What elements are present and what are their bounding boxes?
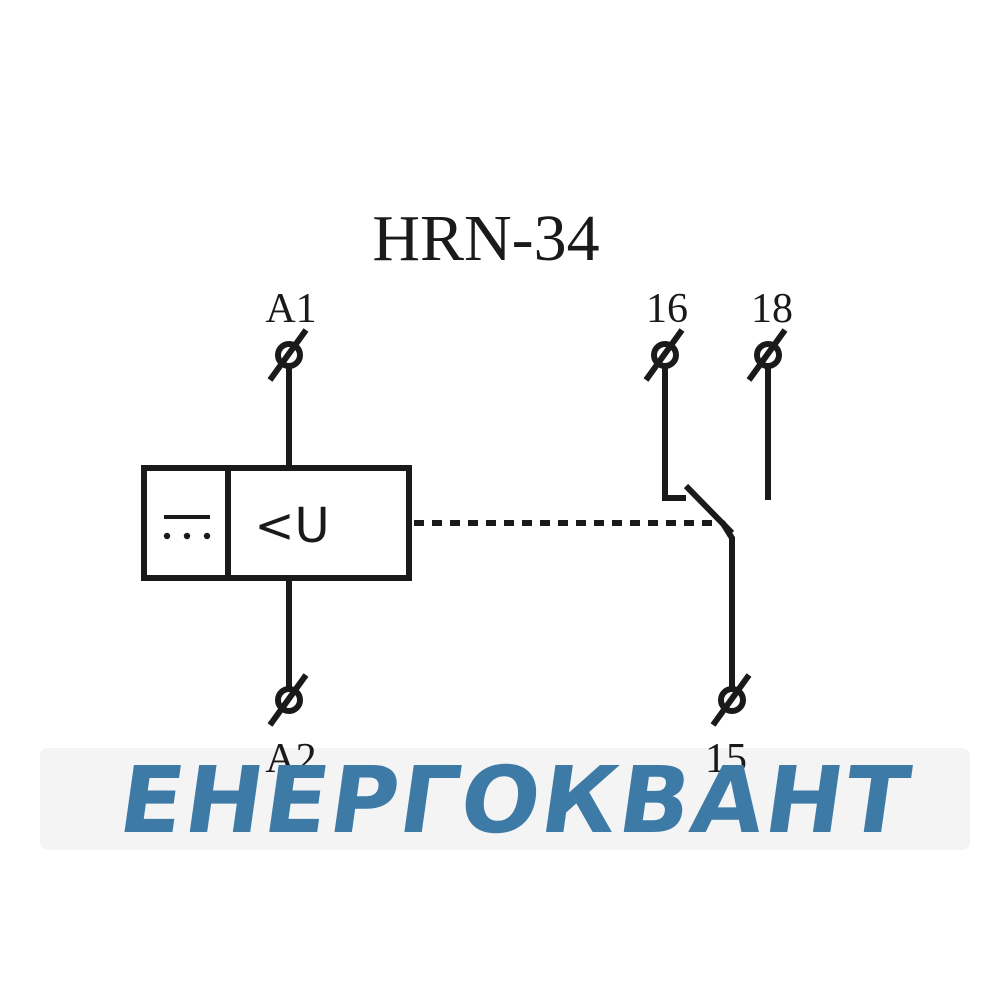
terminal-18-symbol <box>746 328 788 382</box>
dc-supply-symbol <box>163 515 211 540</box>
coil-undervoltage-label: <U <box>254 498 329 554</box>
terminal-a2-symbol <box>267 673 309 727</box>
terminal-label-15: 15 <box>705 736 747 782</box>
terminal-15-symbol <box>710 673 752 727</box>
terminal-16-symbol <box>643 328 685 382</box>
wire-15 <box>719 520 735 700</box>
terminal-label-a1: A1 <box>265 286 316 332</box>
coil-box <box>141 465 412 581</box>
terminal-label-18: 18 <box>751 286 793 332</box>
terminal-label-a2: A2 <box>265 736 316 782</box>
terminal-a1-symbol <box>267 328 309 382</box>
wire-16 <box>662 355 686 501</box>
watermark-logo: ЕНЕРГОКВАНТ <box>113 746 918 853</box>
watermark-band <box>40 748 970 850</box>
diagram-title: HRN-34 <box>372 202 599 275</box>
terminal-label-16: 16 <box>646 286 688 332</box>
